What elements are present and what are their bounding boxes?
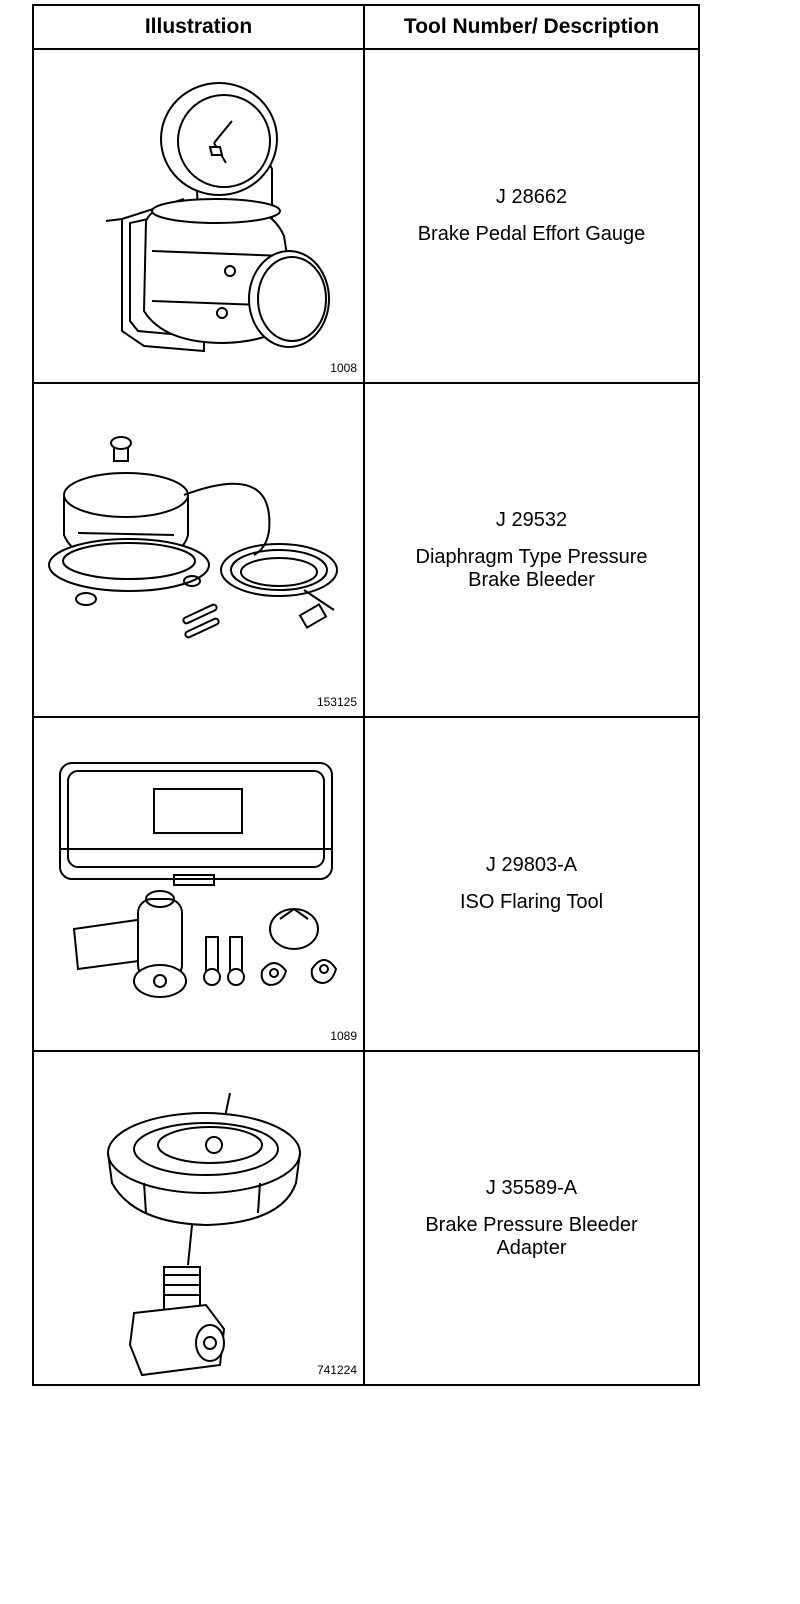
tool-description: Brake Bleeder (468, 568, 595, 591)
bleeder-adapter-illustration (107, 1092, 301, 1377)
tool-description: Brake Pedal Effort Gauge (417, 223, 646, 245)
tool-number: J 35589-A (485, 1176, 578, 1199)
illustration-cell: 1008 (32, 48, 365, 384)
figure-id: 1089 (330, 1029, 357, 1043)
tool-description-cell: J 35589-A Brake Pressure Bleeder Adapter (363, 1050, 700, 1386)
tool-number: J 29532 (495, 508, 568, 531)
table-row: 741224 J 35589-A Brake Pressure Bleeder … (32, 1050, 700, 1386)
tool-description-cell: J 28662 Brake Pedal Effort Gauge (363, 48, 700, 384)
tool-description: ISO Flaring Tool (459, 891, 604, 913)
tool-header: Tool Number/ Description (363, 4, 700, 50)
illustration-cell: 1089 (32, 716, 365, 1052)
tool-description-cell: J 29803-A ISO Flaring Tool (363, 716, 700, 1052)
tool-description: Brake Pressure Bleeder (425, 1213, 638, 1236)
special-tools-table: Illustration Tool Number/ Description (32, 4, 700, 1386)
table-row: 153125 J 29532 Diaphragm Type Pressure B… (32, 382, 700, 718)
illustration-cell: 153125 (32, 382, 365, 718)
header-row: Illustration Tool Number/ Description (32, 4, 700, 50)
illustration-header: Illustration (32, 4, 365, 50)
figure-id: 1008 (330, 361, 357, 375)
brake-pedal-effort-gauge-illustration (105, 82, 330, 353)
figure-id: 153125 (316, 695, 357, 709)
tool-description-cell: J 29532 Diaphragm Type Pressure Brake Bl… (363, 382, 700, 718)
tool-description: Adapter (496, 1236, 567, 1259)
flaring-tool-kit-illustration (59, 762, 338, 998)
tool-description: Diaphragm Type Pressure (415, 545, 648, 568)
figure-id: 741224 (316, 1363, 357, 1377)
table-row: 1089 J 29803-A ISO Flaring Tool (32, 716, 700, 1052)
illustration-cell: 741224 (32, 1050, 365, 1386)
tool-number: J 28662 (495, 186, 568, 208)
pressure-bleeder-illustration (48, 436, 338, 639)
table-row: 1008 J 28662 Brake Pedal Effort Gauge (32, 48, 700, 384)
tool-number: J 29803-A (485, 854, 578, 876)
